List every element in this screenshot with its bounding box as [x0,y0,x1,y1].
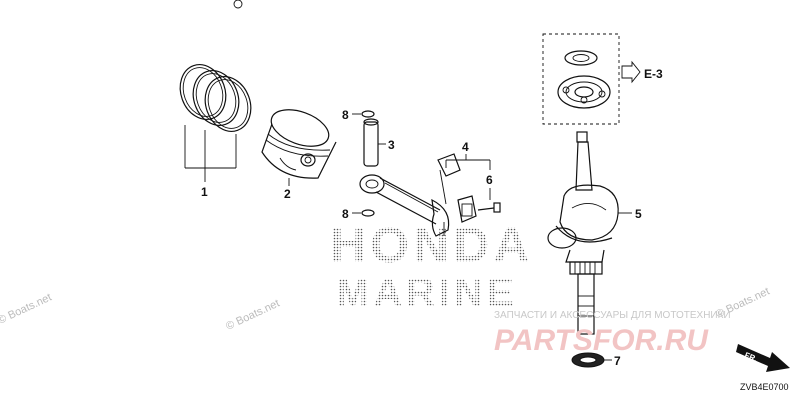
piston-icon [261,109,337,179]
callout-leader-4 [445,154,491,170]
callout-2: 2 [284,187,291,201]
brand-watermark-line1: HONDA [330,217,533,273]
callout-4: 4 [462,140,469,154]
front-direction-label: FR. [743,351,758,364]
callout-leader-1 [184,125,237,182]
callout-5: 5 [635,207,642,221]
diagram-code: ZVB4E0700 [740,382,789,392]
piston-pin-icon [363,118,379,167]
ball-bearing-icon [557,75,611,109]
crankshaft-icon [547,131,619,335]
watermark-mid: © Boats.net [224,297,281,332]
connecting-rod-icon [359,174,450,237]
piston-pin-clip-top-icon [361,110,375,118]
section-ref: E-3 [644,67,663,81]
piston-rings-icon [179,64,252,132]
watermark-left: © Boats.net [0,291,54,326]
section-arrow-icon [621,60,641,84]
rod-bolt-icon [477,202,501,213]
oil-seal-icon [564,50,598,66]
callout-7: 7 [614,354,621,368]
piston-pin-clip-bottom-icon [361,209,375,217]
callout-3: 3 [388,138,395,152]
brand-watermark-line2: MARINE [336,271,518,315]
front-direction-arrow-icon [736,344,790,372]
lower-oil-seal-icon [571,352,605,368]
site-logo: PARTSFOR.RU [494,324,709,357]
callout-8-bottom: 8 [342,207,349,221]
russian-caption: ЗАПЧАСТИ И АКСЕССУАРЫ ДЛЯ МОТОТЕХНИКИ [494,310,731,321]
callout-6: 6 [486,173,493,187]
callout-8-top: 8 [342,108,349,122]
bearing-detail-box [542,33,620,125]
rod-cap-icon [437,153,477,223]
top-fastener-icon [233,0,243,9]
callout-1: 1 [201,185,208,199]
